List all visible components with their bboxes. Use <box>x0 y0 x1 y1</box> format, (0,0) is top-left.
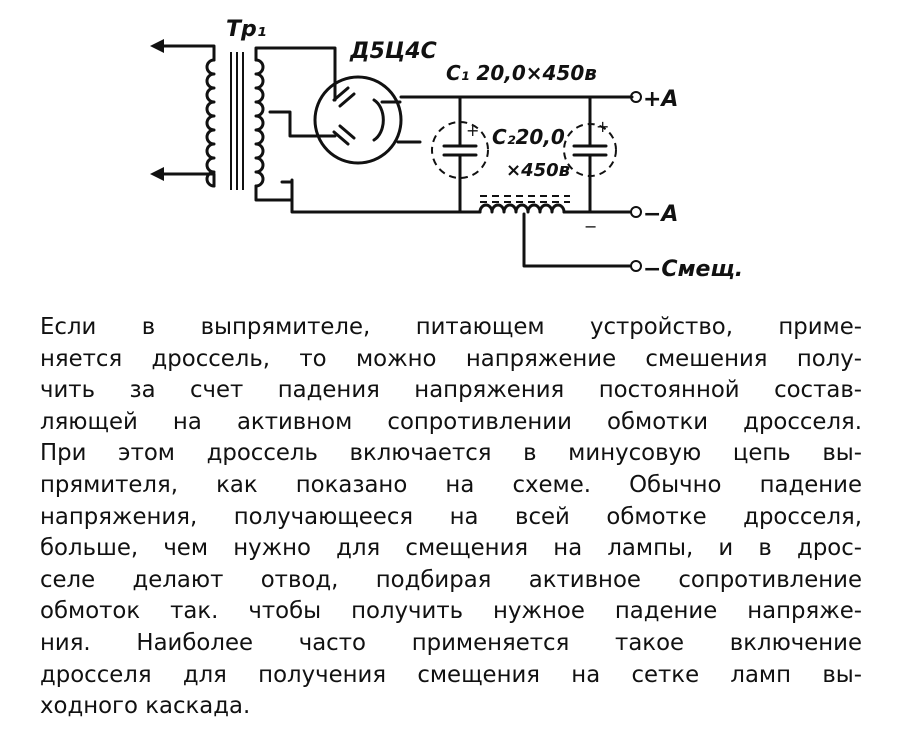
terminal-minus-a-label: −A <box>643 202 678 227</box>
c2-label-value: C₂20,0 <box>492 125 565 149</box>
paragraph-line: больше, чем нужно для смещения на лампы,… <box>40 535 862 562</box>
terminal-plus-a: +A <box>630 87 678 112</box>
minus-bus <box>290 198 482 214</box>
anode-winding-top <box>268 110 337 138</box>
tube-anode <box>332 86 356 108</box>
paragraph-line: селе делают отвод, подбирая активное соп… <box>40 566 862 593</box>
transformer-label: Tp₁ <box>226 17 266 42</box>
paragraph-line: ляющей на активном сопротивлении обмотки… <box>40 408 862 435</box>
primary-winding <box>205 58 216 188</box>
c1-polarity-plus: + <box>466 121 479 140</box>
terminal-bias-circle <box>630 260 642 272</box>
c2-polarity-minus: − <box>584 217 597 236</box>
c2-label-voltage: ×450в <box>506 160 570 181</box>
secondary-winding <box>254 58 265 188</box>
tube-filament <box>372 98 385 142</box>
capacitor-c1: + C₁ 20,0×450в <box>431 61 597 214</box>
paragraph-line: Если в выпрямителе, питающем устройство,… <box>40 314 862 340</box>
c2-polarity-plus: + <box>596 117 609 136</box>
paragraph-line: прямителя, как показано на схеме. Обычно… <box>40 471 862 498</box>
tube-anode <box>332 124 356 146</box>
terminal-bias: −Смещ. <box>630 257 743 282</box>
paragraph-line: чить за счет падения напряжения постоянн… <box>40 377 862 404</box>
paragraph-line: напряжения, получающееся на всей обмотке… <box>40 503 862 530</box>
terminal-plus-a-label: +A <box>643 87 678 112</box>
transformer: Tp₁ <box>150 17 266 190</box>
c1-dashed-can <box>431 121 489 179</box>
rectifier-schematic: Tp₁ Д5Ц4С + C₁ 20,0×450в C₂20,0 ×450в <box>150 17 743 282</box>
paragraph-line: ходного каскада. <box>40 693 251 720</box>
filament-winding-wire <box>254 46 337 102</box>
body-paragraph: Если в выпрямителе, питающем устройство,… <box>40 312 862 723</box>
input-arrow-bottom <box>150 167 164 181</box>
rectifier-tube: Д5Ц4С <box>313 39 592 165</box>
terminal-minus-a-circle <box>630 206 642 218</box>
paragraph-line: При этом дроссель включается в минусовую… <box>40 440 862 467</box>
paragraph-line: ния. Наиболее часто применяется такое вк… <box>40 629 862 656</box>
choke-tap-wire <box>522 212 632 268</box>
terminal-bias-label: −Смещ. <box>643 257 743 282</box>
center-tap-wire <box>254 178 294 202</box>
paragraph-line: дросселя для получения смещения на сетке… <box>40 661 862 688</box>
choke: C₂20,0 ×450в <box>478 125 632 268</box>
terminal-plus-a-circle <box>630 91 642 103</box>
paragraph-line: няется дроссель, то можно напряжение сме… <box>40 345 862 372</box>
paragraph-line: обмоток так. чтобы получить нужное паден… <box>40 598 862 625</box>
c1-label: C₁ 20,0×450в <box>446 61 597 85</box>
tube-label: Д5Ц4С <box>349 39 437 64</box>
capacitor-c2: + − <box>563 95 617 236</box>
choke-winding <box>478 203 566 214</box>
input-arrow-top <box>150 39 164 53</box>
tube-envelope <box>313 75 403 165</box>
terminal-minus-a: −A <box>630 202 678 227</box>
primary-input-wires <box>158 44 216 188</box>
